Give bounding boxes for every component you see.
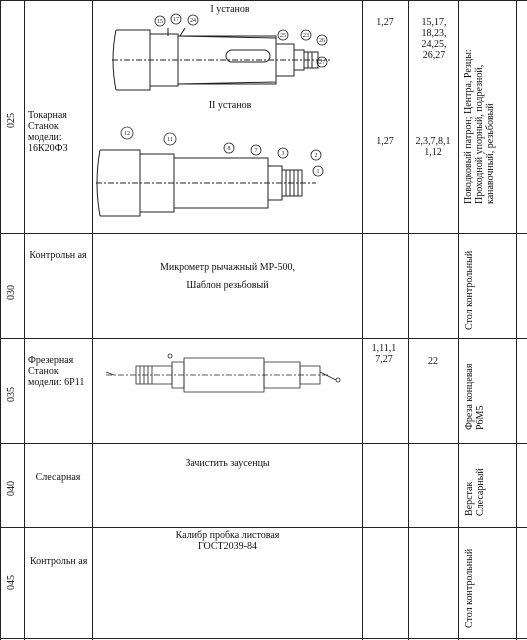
marker: 12 (124, 131, 130, 137)
operation-code: 045 (6, 575, 17, 590)
shaft-drawing-setup-1: 15 17 24 25 23 26 27 (0, 0, 527, 233)
grid-line (0, 0, 1, 640)
grid-line (408, 0, 409, 640)
grid-line (0, 638, 527, 639)
grid-line (362, 0, 363, 640)
setup-title: II установ (208, 100, 252, 111)
marker: 17 (173, 17, 179, 23)
grid-line (458, 0, 459, 640)
grid-line (0, 233, 527, 234)
grid-line (0, 338, 527, 339)
content-line: ГОСТ2039-84 (198, 541, 257, 552)
grid-line (0, 527, 527, 528)
content-line: Калибр пробка листовая (175, 530, 280, 541)
grid-line (0, 0, 527, 1)
grid-line (24, 0, 25, 640)
transition-numbers: 1,11,1 7,27 (371, 343, 397, 365)
marker: 23 (303, 33, 309, 39)
marker: 11 (167, 137, 173, 143)
content-line: Шаблон резьбовый (186, 280, 269, 291)
grid-line (516, 0, 517, 640)
grid-line (0, 443, 527, 444)
operation-name: Контрольн ая (30, 556, 88, 567)
marker: 7 (255, 148, 258, 154)
transition-numbers: 1,27 (376, 136, 394, 147)
marker: 1 (317, 169, 320, 175)
marker: 2 (315, 153, 318, 159)
marker: 26 (319, 38, 325, 44)
tool-numbers: 22 (428, 356, 438, 367)
shaft-drawing-milling (0, 0, 527, 443)
content-line: Зачистить заусенцы (185, 458, 270, 469)
transition-numbers: 1,27 (376, 17, 394, 28)
operation-name: Фрезерная Станок модели: 6Р11 (28, 355, 85, 388)
tool-numbers: 15,17, 18,23, 24,25, 26,27 (421, 17, 447, 61)
operation-name: Контрольн ая (29, 250, 87, 261)
content-line: Микрометр рычажный МР-500, (160, 262, 295, 273)
marker: 3 (282, 151, 285, 157)
operation-name: Токарная Станок модели: 16К20Ф3 (28, 110, 68, 154)
operation-code: 040 (6, 481, 17, 496)
marker: 25 (280, 33, 286, 39)
marker: 24 (190, 18, 196, 24)
equipment-text: Стол контрольный (464, 548, 475, 628)
marker: 15 (157, 19, 163, 25)
shaft-drawing-setup-2: 12 11 8 7 3 2 1 (0, 0, 527, 233)
marker: 8 (228, 146, 231, 152)
tool-numbers: 2,3,7,8,1 1,12 (415, 136, 451, 158)
grid-line (92, 0, 93, 640)
operation-name: Слесарная (35, 472, 81, 483)
equipment-text: Верстак Слесарный (464, 468, 486, 516)
setup-title: I установ (210, 4, 250, 15)
marker: 27 (319, 60, 325, 66)
